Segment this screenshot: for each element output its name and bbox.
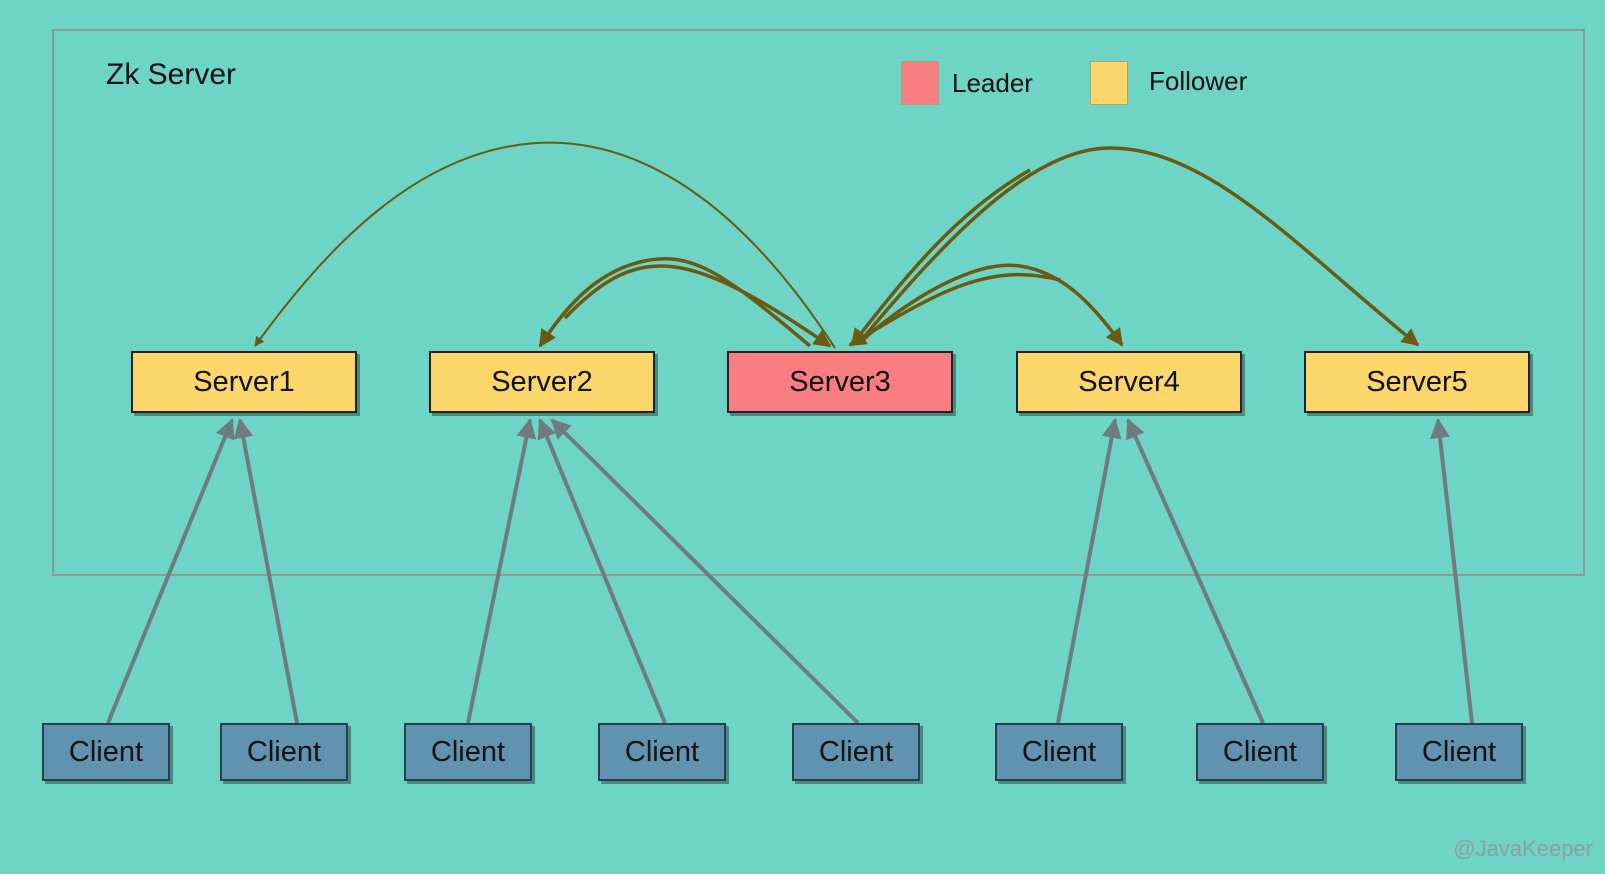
link-client7-to-server4 <box>1126 418 1265 724</box>
link-client6-to-server4 <box>1056 418 1122 724</box>
client-node-4: Client <box>598 723 726 781</box>
legend-swatch-leader <box>901 61 939 105</box>
link-server5-to-server3 <box>850 168 1031 347</box>
watermark: @JavaKeeper <box>1453 836 1593 861</box>
client-node-3: Client <box>404 723 532 781</box>
link-client5-to-server2 <box>550 418 860 725</box>
link-server4-to-server3 <box>848 272 1061 347</box>
server-node-3-leader: Server3 <box>727 351 953 413</box>
link-client2-to-server1 <box>233 418 299 724</box>
client-node-8: Client <box>1395 723 1523 781</box>
server-node-2: Server2 <box>429 351 655 413</box>
cluster-title: Zk Server <box>106 58 237 91</box>
zk-server-cluster-frame <box>52 29 1585 576</box>
legend-label-follower: Follower <box>1149 66 1248 96</box>
client-node-6: Client <box>995 723 1123 781</box>
link-server3-to-server5 <box>858 146 1420 347</box>
client-node-5: Client <box>792 723 920 781</box>
server-node-1: Server1 <box>131 351 357 413</box>
link-server2-to-server3 <box>563 264 832 348</box>
legend-label-leader: Leader <box>952 68 1033 98</box>
server-node-5: Server5 <box>1304 351 1530 413</box>
link-client3-to-server2 <box>466 418 537 724</box>
link-client4-to-server2 <box>537 418 667 724</box>
client-node-7: Client <box>1196 723 1324 781</box>
client-node-1: Client <box>42 723 170 781</box>
legend-swatch-follower <box>1090 61 1128 105</box>
link-client8-to-server5 <box>1430 418 1474 724</box>
client-node-2: Client <box>220 723 348 781</box>
link-server3-to-server4 <box>858 263 1124 347</box>
link-server3-to-server1 <box>254 141 836 349</box>
link-client1-to-server1 <box>106 418 235 724</box>
server-node-4: Server4 <box>1016 351 1242 413</box>
